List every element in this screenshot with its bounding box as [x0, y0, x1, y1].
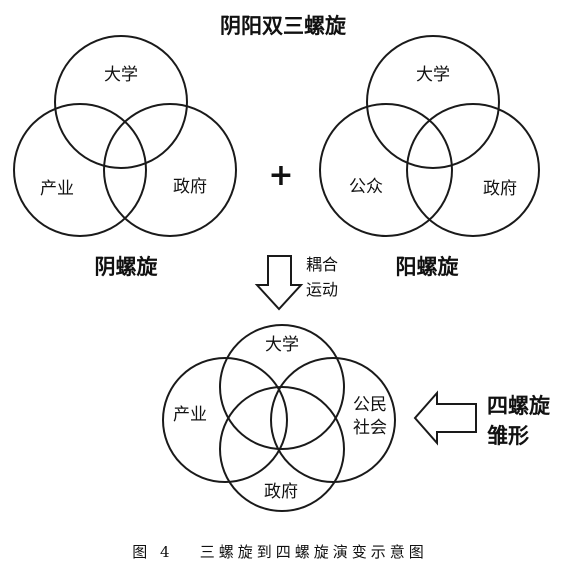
right-label-public: 公众	[349, 177, 383, 197]
bottom-label-civil-line2: 社会	[353, 418, 387, 438]
bottom-label-industry: 产业	[173, 405, 207, 425]
right-circle-government	[406, 103, 540, 237]
right-label-government: 政府	[483, 179, 517, 199]
bottom-circle-industry	[162, 357, 288, 483]
right-venn: 大学 公众 政府	[319, 35, 540, 237]
bottom-circle-civil-society	[270, 357, 396, 483]
bottom-venn: 大学 产业 政府 公民 社会	[162, 324, 396, 512]
left-label-industry: 产业	[40, 179, 74, 199]
diagram-title: 阴阳双三螺旋	[220, 14, 347, 38]
down-arrow-icon	[254, 255, 304, 311]
bottom-label-university: 大学	[265, 335, 299, 355]
quad-helix-label-line1: 四螺旋	[487, 394, 551, 418]
left-venn: 大学 产业 政府	[13, 35, 237, 237]
bottom-label-civil-line1: 公民	[353, 395, 387, 415]
right-circle-university	[366, 35, 500, 169]
left-helix-label: 阴螺旋	[95, 255, 159, 279]
bottom-circle-university	[219, 324, 345, 450]
quad-helix-label-line2: 雏形	[487, 424, 529, 448]
left-label-university: 大学	[104, 65, 138, 85]
left-circle-university	[54, 35, 188, 169]
figure-caption: 图 4 三螺旋到四螺旋演变示意图	[132, 543, 428, 561]
bottom-circle-government	[219, 386, 345, 512]
right-helix-label: 阳螺旋	[396, 255, 460, 279]
bottom-label-government: 政府	[264, 482, 298, 502]
plus-sign: +	[268, 158, 293, 193]
coupling-label-line1: 耦合	[306, 255, 338, 274]
right-label-university: 大学	[416, 65, 450, 85]
left-arrow-icon	[413, 390, 477, 446]
left-circle-government	[103, 103, 237, 237]
left-label-government: 政府	[173, 177, 207, 197]
coupling-label-line2: 运动	[306, 280, 338, 299]
right-circle-public	[319, 103, 453, 237]
left-circle-industry	[13, 103, 147, 237]
